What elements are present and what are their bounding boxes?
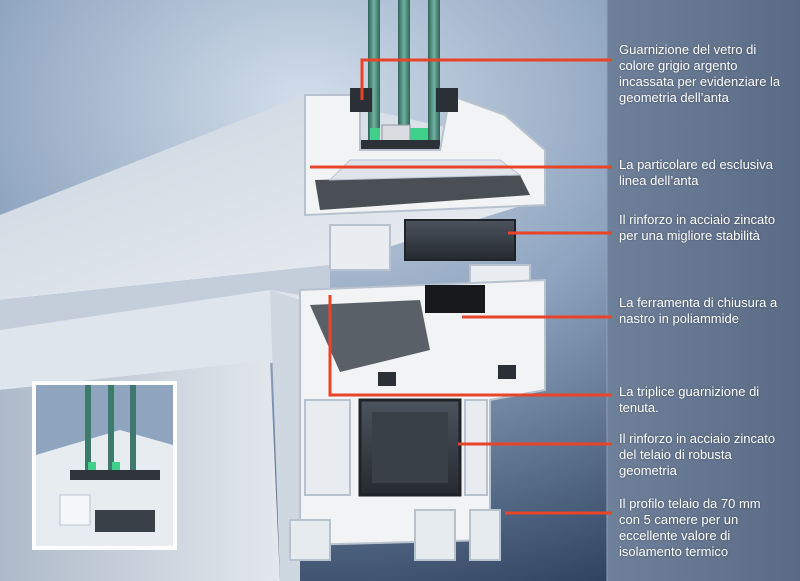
leader-line-triple-seal: [328, 295, 612, 397]
leader-line-glass-gasket: [360, 58, 612, 100]
annotation-sash-line: La particolare ed esclusiva linea dell’a…: [619, 157, 773, 188]
annotation-frame-profile: Il profilo telaio da 70 mm con 5 camere …: [619, 496, 761, 559]
annotation-sash-reinforcement: Il rinforzo in acciaio zincato per una m…: [619, 212, 776, 243]
inset-thumbnail: [32, 381, 177, 550]
annotation-triple-seal: La triplice guarnizione di tenuta.: [619, 384, 760, 415]
annotation-panel: [607, 0, 800, 581]
frame-cross-section: [289, 278, 546, 561]
annotation-locking-hardware: La ferramenta di chiusura a nastro in po…: [619, 295, 778, 326]
annotation-glass-gasket: Guarnizione del vetro di colore grigio a…: [619, 42, 781, 105]
leader-lines: [310, 58, 612, 515]
annotation-frame-reinforcement: Il rinforzo in acciaio zincato del telai…: [619, 431, 776, 478]
